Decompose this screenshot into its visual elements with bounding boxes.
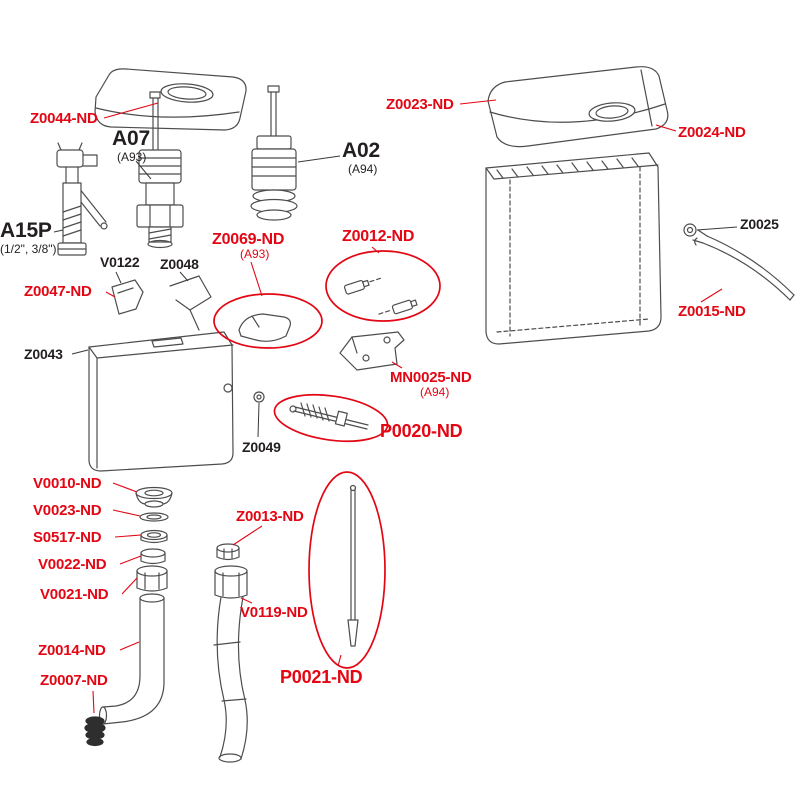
part-wire-z0048 xyxy=(169,275,212,331)
part-lid-right xyxy=(487,66,669,148)
highlight-z0012 xyxy=(325,250,441,322)
part-float-rod-p0021 xyxy=(347,484,359,647)
part-gasket-v0010 xyxy=(135,486,173,508)
part-flush-valve-a07 xyxy=(136,91,184,249)
part-elbow-pipe-z0014 xyxy=(98,593,165,725)
highlight-p0020 xyxy=(273,393,389,443)
leader-lines-red xyxy=(92,99,723,714)
part-nut-z0013 xyxy=(216,543,240,561)
part-flush-valve-a02 xyxy=(250,85,298,221)
part-screw-z0025 xyxy=(683,223,697,237)
highlight-ellipses xyxy=(213,250,441,669)
part-fill-valve-a15p xyxy=(56,142,108,256)
part-screws-z0012 xyxy=(343,277,418,316)
part-rod-p0020 xyxy=(289,402,369,430)
part-lever-z0069 xyxy=(238,313,291,342)
part-bracket-mn0025 xyxy=(339,331,405,371)
part-nut-v0022 xyxy=(140,548,166,565)
part-tank-left xyxy=(88,331,234,472)
leader-lines-black xyxy=(53,155,738,438)
part-pin-z0049 xyxy=(253,391,265,403)
part-grommet-z0007 xyxy=(84,716,106,747)
part-lever-z0015 xyxy=(692,229,795,301)
part-washer-s0517 xyxy=(140,529,168,544)
part-pipe-middle xyxy=(213,596,248,763)
highlight-p0021 xyxy=(308,471,386,669)
part-clip-v0122 xyxy=(111,279,144,315)
part-lid-left xyxy=(94,68,247,131)
part-nut-v0119 xyxy=(214,565,248,599)
highlight-z0069 xyxy=(213,293,323,349)
part-washer-v0023 xyxy=(139,512,169,522)
part-tank-right xyxy=(485,152,662,345)
part-nut-v0021 xyxy=(136,565,168,592)
